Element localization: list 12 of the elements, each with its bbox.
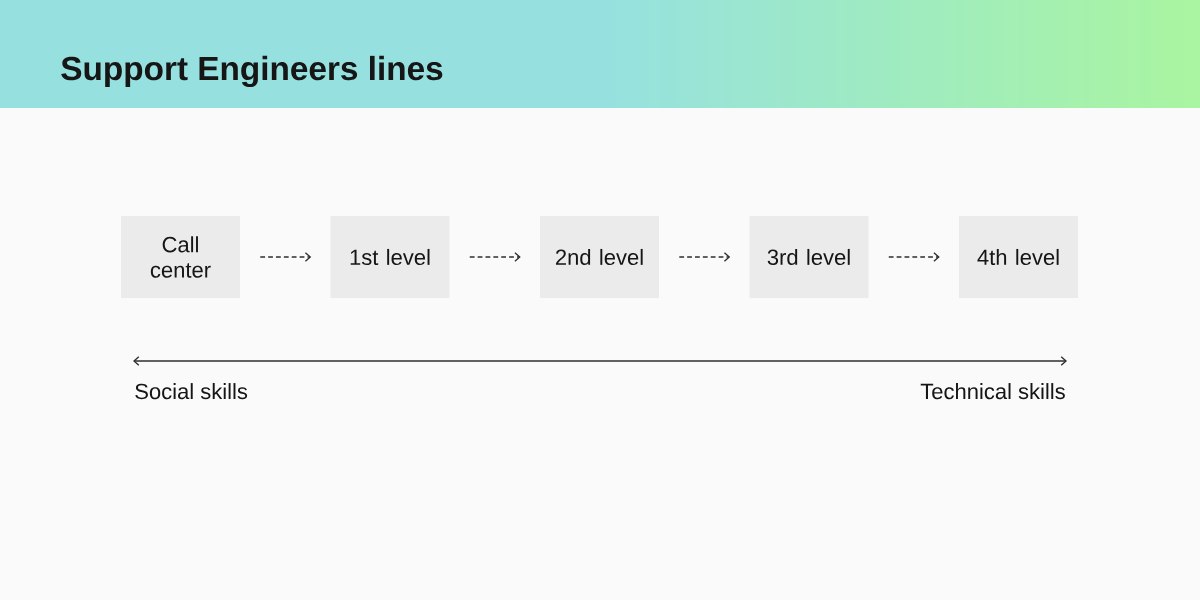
arrow (469, 252, 521, 262)
process-box: 2nd level (540, 216, 659, 298)
axis-label: Technical skills (920, 383, 1065, 400)
axis-label: Social skills (135, 383, 248, 400)
process-box: 4th level (959, 216, 1078, 298)
process-box: Call center (121, 216, 240, 298)
process-box: 3rd level (749, 216, 869, 298)
process-box: 1st level (330, 216, 450, 298)
arrow (888, 252, 940, 262)
arrow (259, 252, 312, 262)
arrow (678, 252, 731, 262)
title: Support Engineers lines (61, 55, 443, 88)
